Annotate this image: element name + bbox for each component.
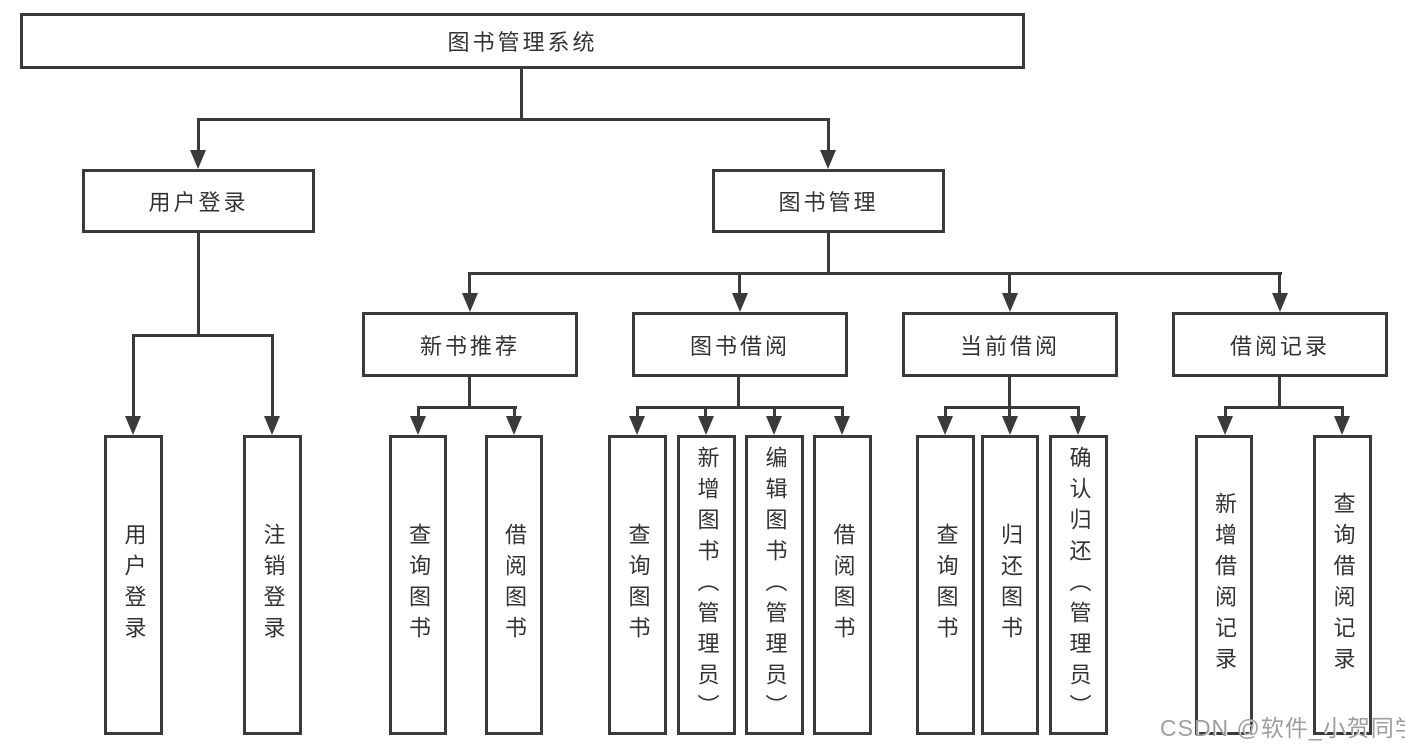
connector-hline xyxy=(132,334,274,337)
node-book-borrowing-label: 图书借阅 xyxy=(689,333,790,359)
connector-vline xyxy=(738,272,741,294)
connector-vline xyxy=(827,118,830,151)
leaf-records-query-record: 查询借阅记录 xyxy=(1313,435,1372,735)
leaf-newbooks-query-books: 查询图书 xyxy=(389,435,447,735)
arrow-down-icon xyxy=(698,416,714,435)
connector-hline xyxy=(636,406,844,409)
connector-vline xyxy=(1008,272,1011,294)
leaf-current-confirm-return-admin: 确认归还（管理员） xyxy=(1049,435,1108,735)
arrow-down-icon xyxy=(629,416,645,435)
leaf-user-login-label: 用户登录 xyxy=(121,523,147,647)
node-book-management: 图书管理 xyxy=(712,169,945,233)
connector-vline xyxy=(1224,406,1227,417)
connector-vline xyxy=(827,233,830,274)
connector-vline xyxy=(1341,406,1344,417)
leaf-records-add-record-label: 新增借阅记录 xyxy=(1212,492,1237,678)
node-book-borrowing: 图书借阅 xyxy=(632,312,848,377)
arrow-down-icon xyxy=(834,416,850,435)
connector-vline xyxy=(704,406,707,417)
leaf-borrowing-query-books: 查询图书 xyxy=(608,435,667,735)
connector-hline xyxy=(944,406,1080,409)
leaf-records-query-record-label: 查询借阅记录 xyxy=(1330,492,1356,678)
node-root: 图书管理系统 xyxy=(20,13,1025,69)
arrow-down-icon xyxy=(190,150,206,169)
connector-vline xyxy=(737,377,740,409)
leaf-newbooks-borrow-books-label: 借阅图书 xyxy=(502,523,527,647)
arrow-down-icon xyxy=(410,416,426,435)
leaf-borrowing-add-books-admin: 新增图书（管理员） xyxy=(677,435,736,735)
connector-vline xyxy=(1008,377,1011,408)
node-user-login-label: 用户登录 xyxy=(148,190,249,215)
connector-vline xyxy=(197,118,200,151)
connector-vline xyxy=(1278,272,1281,294)
connector-vline xyxy=(1008,406,1011,417)
connector-hline xyxy=(468,272,1282,275)
connector-vline xyxy=(1077,406,1080,417)
leaf-current-query-books: 查询图书 xyxy=(916,435,975,735)
leaf-borrowing-query-books-label: 查询图书 xyxy=(625,523,651,647)
leaf-logout-label: 注销登录 xyxy=(260,523,286,647)
node-new-book-recommendation: 新书推荐 xyxy=(362,312,578,377)
arrow-down-icon xyxy=(1217,416,1233,435)
connector-vline xyxy=(1278,377,1281,408)
leaf-newbooks-borrow-books: 借阅图书 xyxy=(485,435,543,735)
node-book-management-label: 图书管理 xyxy=(778,190,879,215)
node-user-login: 用户登录 xyxy=(82,169,315,233)
leaf-current-return-books: 归还图书 xyxy=(981,435,1039,735)
leaf-borrowing-borrow-books: 借阅图书 xyxy=(813,435,872,735)
leaf-borrowing-borrow-books-label: 借阅图书 xyxy=(830,523,856,647)
leaf-borrowing-add-books-admin-label: 新增图书（管理员） xyxy=(694,445,720,725)
arrow-down-icon xyxy=(125,416,141,435)
node-new-book-recommendation-label: 新书推荐 xyxy=(419,333,520,359)
leaf-logout: 注销登录 xyxy=(243,435,302,735)
watermark: CSDN @软件_小贺同学 xyxy=(1160,715,1405,741)
arrow-down-icon xyxy=(732,293,748,312)
connector-vline xyxy=(132,334,135,417)
leaf-current-query-books-label: 查询图书 xyxy=(933,523,959,647)
arrow-down-icon xyxy=(1272,293,1288,312)
leaf-current-return-books-label: 归还图书 xyxy=(998,523,1023,647)
arrow-down-icon xyxy=(1334,416,1350,435)
node-current-borrowing-label: 当前借阅 xyxy=(959,333,1060,359)
arrow-down-icon xyxy=(937,416,953,435)
connector-hline xyxy=(1224,406,1344,409)
connector-vline xyxy=(468,272,471,294)
node-borrowing-records: 借阅记录 xyxy=(1172,312,1388,377)
leaf-current-confirm-return-admin-label: 确认归还（管理员） xyxy=(1066,445,1092,725)
connector-vline xyxy=(197,233,200,336)
connector-hline xyxy=(417,406,517,409)
connector-vline xyxy=(636,406,639,417)
connector-vline xyxy=(841,406,844,417)
leaf-borrowing-edit-books-admin-label: 编辑图书（管理员） xyxy=(762,445,788,725)
leaf-records-add-record: 新增借阅记录 xyxy=(1195,435,1253,735)
node-current-borrowing: 当前借阅 xyxy=(902,312,1118,377)
node-root-label: 图书管理系统 xyxy=(447,30,598,55)
connector-vline xyxy=(513,406,516,417)
leaf-user-login: 用户登录 xyxy=(104,435,163,735)
connector-vline xyxy=(520,69,523,120)
leaf-newbooks-query-books-label: 查询图书 xyxy=(406,523,431,647)
connector-vline xyxy=(773,406,776,417)
arrow-down-icon xyxy=(264,416,280,435)
arrow-down-icon xyxy=(1002,416,1018,435)
connector-vline xyxy=(944,406,947,417)
connector-vline xyxy=(468,377,471,409)
arrow-down-icon xyxy=(462,293,478,312)
arrow-down-icon xyxy=(820,150,836,169)
arrow-down-icon xyxy=(1070,416,1086,435)
connector-vline xyxy=(417,406,420,417)
connector-hline xyxy=(197,118,830,121)
arrow-down-icon xyxy=(766,416,782,435)
arrow-down-icon xyxy=(1002,293,1018,312)
leaf-borrowing-edit-books-admin: 编辑图书（管理员） xyxy=(745,435,804,735)
connector-vline xyxy=(271,334,274,417)
arrow-down-icon xyxy=(506,416,522,435)
node-borrowing-records-label: 借阅记录 xyxy=(1229,333,1330,359)
